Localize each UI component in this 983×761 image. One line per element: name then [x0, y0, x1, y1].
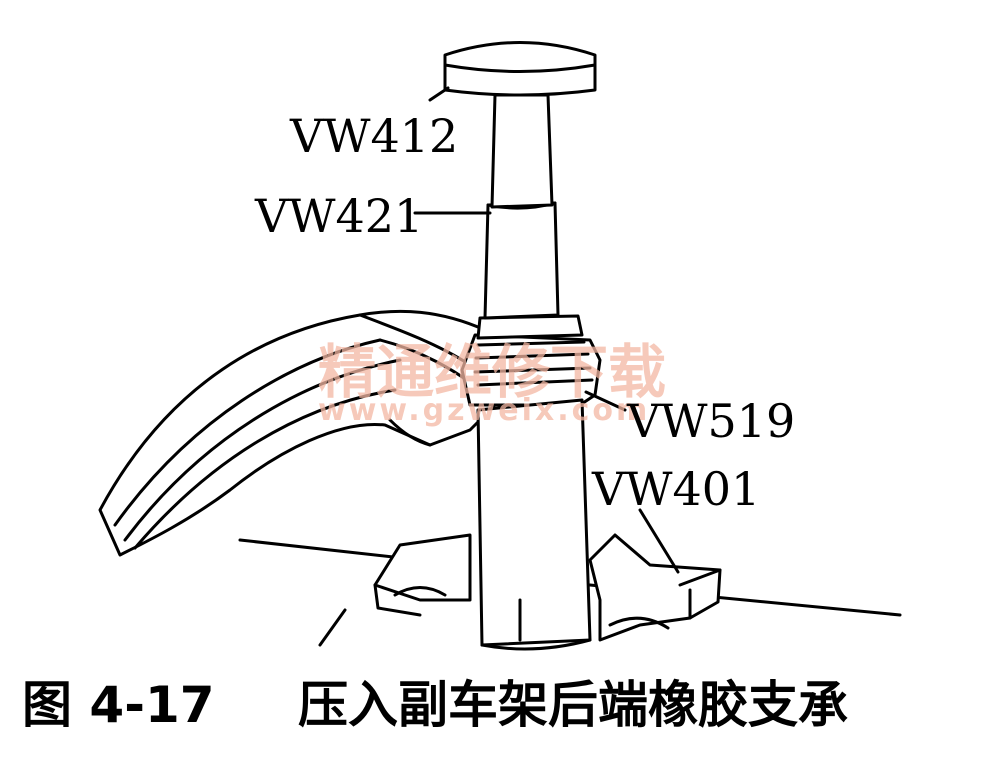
- watermark-url: www.gzweix.com: [318, 393, 650, 428]
- base-plate: [238, 533, 902, 647]
- rubber-bushing-stack: [473, 314, 594, 387]
- leader-lines: [413, 86, 680, 574]
- label-vw421: VW421: [254, 189, 423, 243]
- thrust-piece: [443, 41, 597, 209]
- label-vw412: VW412: [289, 109, 458, 163]
- label-vw401: VW401: [591, 462, 760, 516]
- caption-title: 压入副车架后端橡胶支承: [298, 676, 848, 734]
- watermark-text: 精通维修下载: [318, 338, 666, 406]
- press-cylinder-lower: [476, 398, 592, 651]
- label-vw519: VW519: [626, 394, 795, 448]
- press-tube-upper: [483, 201, 560, 320]
- caption-number: 图 4-17: [22, 676, 215, 734]
